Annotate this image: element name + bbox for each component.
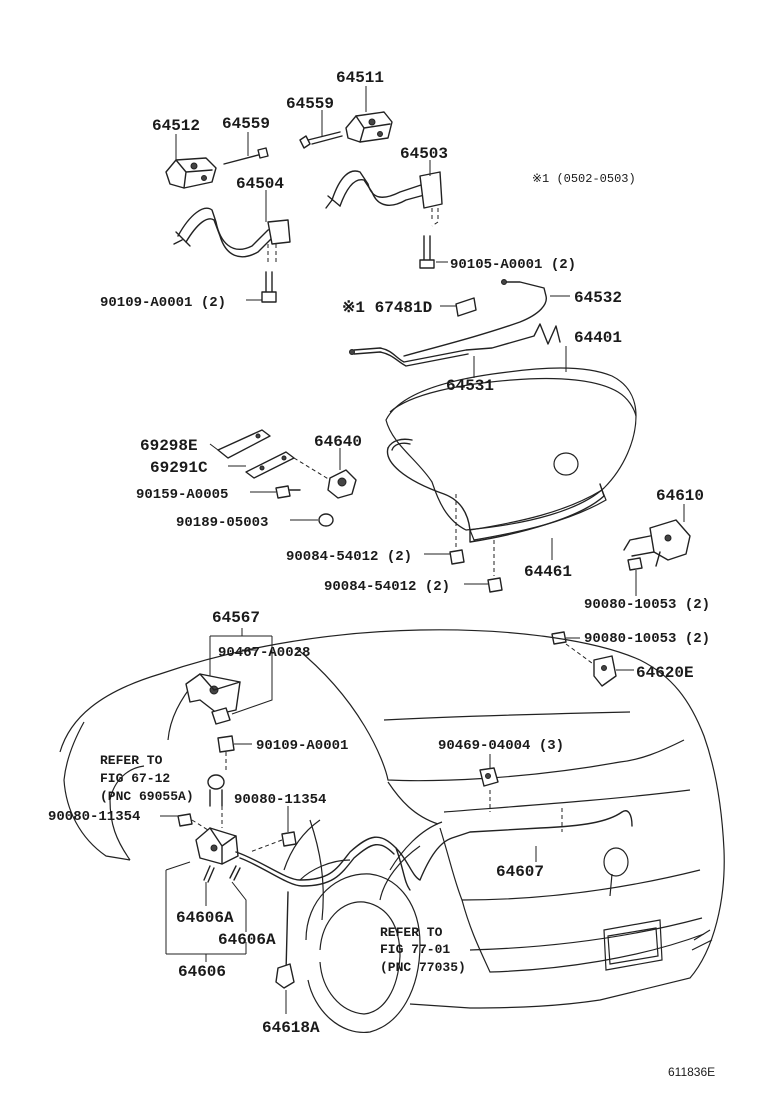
- label-90109-a0001-bottom: 90109-A0001: [256, 738, 348, 754]
- hinge-64511[interactable]: [345, 111, 393, 143]
- label-90084-54012-top: 90084-54012 (2): [286, 549, 412, 565]
- grommet-90189[interactable]: [318, 513, 334, 527]
- label-90080-11354-right: 90080-11354: [234, 792, 326, 808]
- label-64606: 64606: [178, 963, 226, 981]
- cushion-90084-bottom[interactable]: [487, 577, 503, 593]
- bolt-64559-left[interactable]: [223, 147, 269, 165]
- label-69298e: 69298E: [140, 437, 198, 455]
- bolt-90105[interactable]: [419, 235, 435, 269]
- label-90080-11354-left: 90080-11354: [48, 809, 140, 825]
- cover-69291c[interactable]: [245, 451, 295, 479]
- refer-to-line1-right: REFER TO: [380, 925, 443, 940]
- bolt-90080-11354-right[interactable]: [249, 831, 297, 853]
- cushion-90084-top[interactable]: [449, 549, 465, 565]
- label-90105-a0001: 90105-A0001 (2): [450, 257, 576, 273]
- bolt-90080-11354-left[interactable]: [177, 813, 209, 831]
- label-90084-54012-bottom: 90084-54012 (2): [324, 579, 450, 595]
- refer-to-line2-right: FIG 77-01: [380, 942, 450, 957]
- label-67481d[interactable]: [455, 297, 477, 317]
- hinge-64512[interactable]: [165, 157, 217, 189]
- hinge-bracket-64567[interactable]: [185, 673, 241, 715]
- lock-cylinder-64640[interactable]: [293, 457, 357, 499]
- label-64607: 64607: [496, 863, 544, 881]
- label-64606a-left: 64606A: [176, 909, 234, 927]
- refer-to-line3-right: (PNC 77035): [380, 960, 466, 975]
- label-64401: 64401: [574, 329, 622, 347]
- car-body-outline: [59, 629, 725, 1009]
- trunk-lid-64401[interactable]: [385, 367, 637, 541]
- label-64504: 64504: [236, 175, 284, 193]
- screw-64606a-left[interactable]: [203, 865, 215, 883]
- label-64461: 64461: [524, 563, 572, 581]
- label-64531: 64531: [446, 377, 494, 395]
- label-90109-a0001-top: 90109-A0001 (2): [100, 295, 226, 311]
- actuator-69055a[interactable]: [207, 774, 225, 807]
- hinge-arm-64504[interactable]: [173, 207, 291, 258]
- label-64532: 64532: [574, 289, 622, 307]
- label-90467-a0028: 90467-A0028: [218, 645, 310, 661]
- label-90469-04004: 90469-04004 (3): [438, 738, 564, 754]
- label-90159-a0005: 90159-A0005: [136, 487, 228, 503]
- striker-64620e[interactable]: [593, 655, 617, 687]
- label-64610: 64610: [656, 487, 704, 505]
- weatherstrip-64461[interactable]: [386, 438, 605, 543]
- label-67481d: ※1 67481D: [342, 299, 432, 317]
- label-64606a-right: 64606A: [218, 931, 276, 949]
- rear-wheel: [299, 859, 421, 1033]
- bolt-90109-bottom[interactable]: [217, 735, 235, 753]
- refer-to-line3-left: (PNC 69055A): [100, 789, 194, 804]
- figure-code: 611836E: [668, 1065, 715, 1079]
- label-64559-right: 64559: [286, 95, 334, 113]
- label-64503: 64503: [400, 145, 448, 163]
- cable-64607[interactable]: [235, 790, 633, 973]
- torsion-rod-64532[interactable]: [403, 279, 547, 357]
- torsion-rod-64531[interactable]: [349, 323, 561, 367]
- hinge-arm-64503[interactable]: [325, 170, 443, 209]
- label-64618a: 64618A: [262, 1019, 320, 1037]
- label-64559-left: 64559: [222, 115, 270, 133]
- refer-to-line2-left: FIG 67-12: [100, 771, 170, 786]
- label-90080-10053-bottom: 90080-10053 (2): [584, 631, 710, 647]
- label-90080-10053-top: 90080-10053 (2): [584, 597, 710, 613]
- label-64511: 64511: [336, 69, 384, 87]
- lock-assembly-64610[interactable]: [623, 519, 691, 567]
- screw-64606a-right[interactable]: [229, 865, 241, 881]
- clip-90467[interactable]: [211, 707, 231, 725]
- clip-90469[interactable]: [479, 767, 499, 787]
- label-64640: 64640: [314, 433, 362, 451]
- label-90189-05003: 90189-05003: [176, 515, 268, 531]
- refer-to-line1-left: REFER TO: [100, 753, 163, 768]
- label-64620e: 64620E: [636, 664, 694, 682]
- cover-69298e[interactable]: [217, 429, 271, 459]
- bolt-90080-10053-a[interactable]: [627, 557, 643, 571]
- nut-90159[interactable]: [275, 485, 301, 499]
- bolt-90109-top[interactable]: [261, 271, 277, 303]
- label-64512: 64512: [152, 117, 200, 135]
- bolt-64559-right[interactable]: [299, 131, 343, 149]
- clamp-64618a[interactable]: [275, 963, 295, 989]
- label-69291c: 69291C: [150, 459, 208, 477]
- label-64567: 64567: [212, 609, 260, 627]
- note-date-range: ※1 (0502-0503): [532, 172, 636, 186]
- motor-64606[interactable]: [195, 806, 239, 865]
